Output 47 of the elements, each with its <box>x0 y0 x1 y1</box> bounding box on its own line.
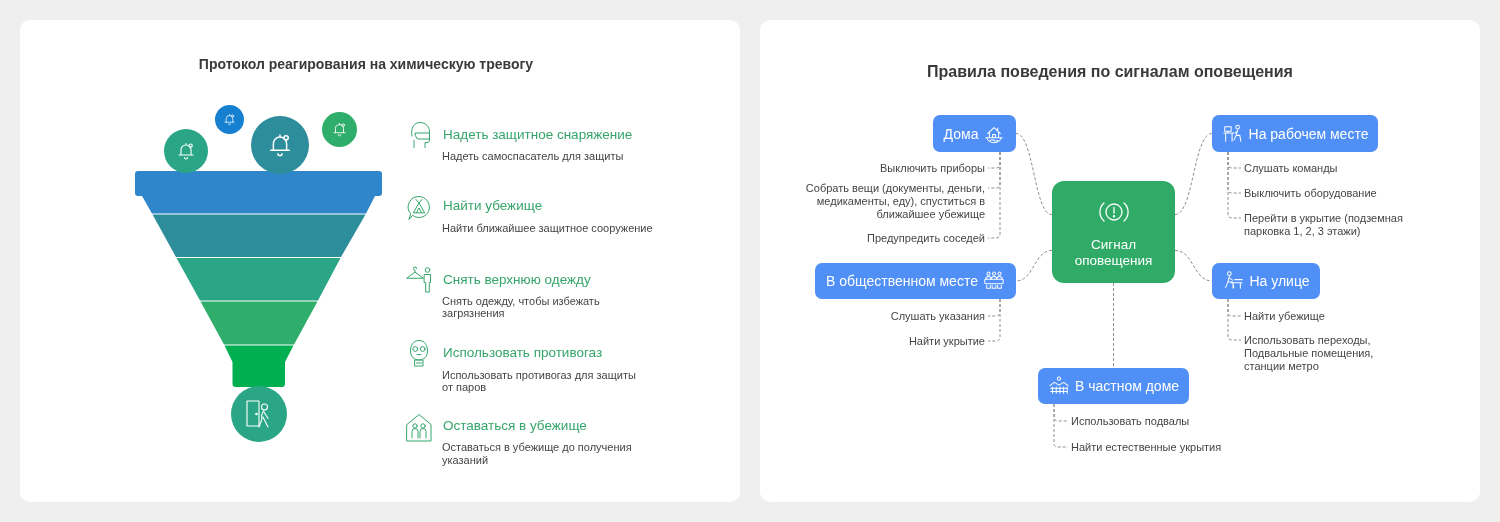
step-description: Надеть самоспасатель для защиты <box>442 149 625 163</box>
action-text: Найти укрытие <box>907 334 985 348</box>
panel-title: Правила поведения по сигналам оповещения <box>927 62 1293 82</box>
category-label: На рабочем месте <box>1248 125 1369 142</box>
category-box <box>815 263 1016 299</box>
connector-line <box>1174 249 1213 282</box>
action-text: Собрать вещи (документы, деньги, медикаменты, еду), спуститься в ближайшее убежище <box>804 181 985 221</box>
step-description: Снять одежду, чтобы избежать загрязнения <box>442 294 601 320</box>
category-box <box>933 115 1016 152</box>
connector-line <box>1113 282 1114 369</box>
category-label: Дома <box>943 125 979 142</box>
category-label: На улице <box>1249 273 1310 289</box>
category-box <box>1212 263 1320 299</box>
action-text: Выключить оборудование <box>1244 186 1378 200</box>
action-text: Перейти в укрытие (подземная парковка 1, 2, 3 этажи) <box>1244 211 1404 238</box>
action-text: Предупредить соседей <box>866 231 985 245</box>
connector-line <box>1227 298 1242 341</box>
connector-line <box>1015 249 1053 282</box>
action-text: Выключить приборы <box>879 161 985 175</box>
connector-line <box>1015 133 1053 216</box>
action-text: Использовать переходы, Подвальные помещения, станции метро <box>1244 333 1375 373</box>
category-box <box>1038 368 1189 404</box>
step-heading: Надеть защитное снаряжение <box>443 126 633 143</box>
category-label: В частном доме <box>1074 378 1180 394</box>
connector-line <box>1174 133 1213 216</box>
step-heading: Использовать противогаз <box>443 345 603 361</box>
category-label: В общественном месте <box>826 273 978 289</box>
step-description: Использовать противогаз для защиты от паров <box>442 368 637 394</box>
step-description: Оставаться в убежище до получения указаний <box>442 441 633 467</box>
signal-box <box>1052 181 1175 283</box>
panel-card <box>760 20 1480 502</box>
step-heading: Оставаться в убежище <box>443 418 587 434</box>
step-heading: Найти убежище <box>443 198 543 214</box>
connector-line <box>1227 151 1242 219</box>
category-box <box>1212 115 1378 152</box>
action-text: Слушать команды <box>1244 161 1339 175</box>
action-text: Использовать подвалы <box>1071 414 1191 428</box>
action-text: Найти убежище <box>1244 309 1326 323</box>
step-heading: Снять верхнюю одежду <box>443 272 591 288</box>
connector-line <box>987 298 1001 342</box>
action-text: Слушать указания <box>889 309 985 323</box>
panel-title: Протокол реагирования на химическую тревогу <box>198 55 534 74</box>
signal-label: Сигнал оповещения <box>1073 237 1154 269</box>
connector-line <box>1053 403 1069 448</box>
panel-card <box>20 20 740 502</box>
action-text: Найти естественные укрытия <box>1071 440 1223 454</box>
step-description: Найти ближайшее защитное сооружение <box>442 222 654 235</box>
